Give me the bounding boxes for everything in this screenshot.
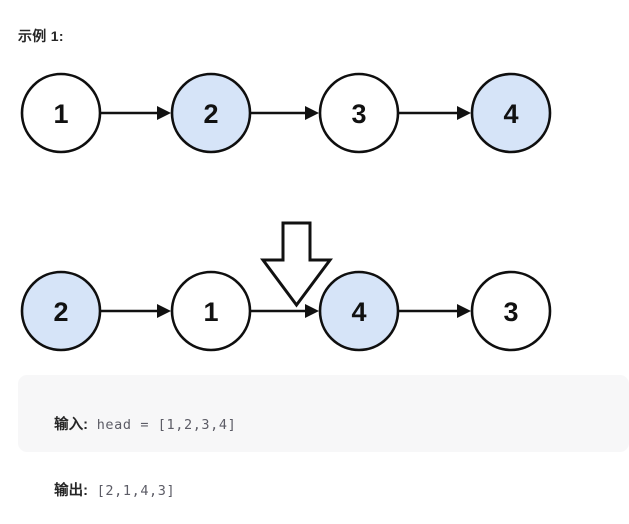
list-node-3: 3	[470, 270, 552, 352]
transform-arrow-layer	[260, 221, 333, 308]
linked-list-diagram-container: 1 2 3 4 2 1 4 3	[0, 55, 629, 360]
node-circle	[170, 270, 252, 352]
node-value-label: 2	[203, 99, 218, 129]
edge-arrowhead-icon	[457, 106, 471, 120]
input-value: head = [1,2,3,4]	[87, 417, 237, 433]
output-label: 输出:	[54, 483, 88, 499]
edge-arrowhead-icon	[457, 304, 471, 318]
edge-arrowhead-icon	[157, 304, 171, 318]
list-node-2: 2	[20, 270, 102, 352]
list-node-1: 1	[170, 270, 252, 352]
node-circle	[20, 72, 102, 154]
list-node-2: 2	[170, 72, 252, 154]
node-value-label: 3	[351, 99, 366, 129]
list-node-4: 4	[318, 270, 400, 352]
linked-list-diagram: 1 2 3 4 2 1 4 3	[20, 72, 552, 352]
node-circle	[470, 270, 552, 352]
node-value-label: 1	[53, 99, 68, 129]
node-circle	[20, 270, 102, 352]
node-circle	[318, 270, 400, 352]
list-node-4: 4	[470, 72, 552, 154]
edges-layer	[101, 106, 471, 318]
node-circle	[318, 72, 400, 154]
output-value: [2,1,4,3]	[87, 483, 176, 499]
nodes-layer: 1 2 3 4 2 1 4 3	[20, 72, 552, 352]
down-block-arrow-icon	[260, 221, 333, 308]
node-value-label: 3	[503, 297, 518, 327]
node-value-label: 1	[203, 297, 218, 327]
code-line-input: 输入: head = [1,2,3,4]	[38, 392, 629, 458]
list-node-3: 3	[318, 72, 400, 154]
edge-arrowhead-icon	[305, 304, 319, 318]
input-label: 输入:	[54, 417, 88, 433]
list-node-1: 1	[20, 72, 102, 154]
page-title: 示例 1:	[18, 28, 64, 44]
code-line-output: 输出: [2,1,4,3]	[38, 458, 629, 524]
edge-arrowhead-icon	[305, 106, 319, 120]
node-value-label: 4	[351, 297, 366, 327]
node-value-label: 2	[53, 297, 68, 327]
node-circle	[470, 72, 552, 154]
node-circle	[170, 72, 252, 154]
code-block: 输入: head = [1,2,3,4] 输出: [2,1,4,3]	[18, 375, 629, 499]
node-value-label: 4	[503, 99, 518, 129]
edge-arrowhead-icon	[157, 106, 171, 120]
